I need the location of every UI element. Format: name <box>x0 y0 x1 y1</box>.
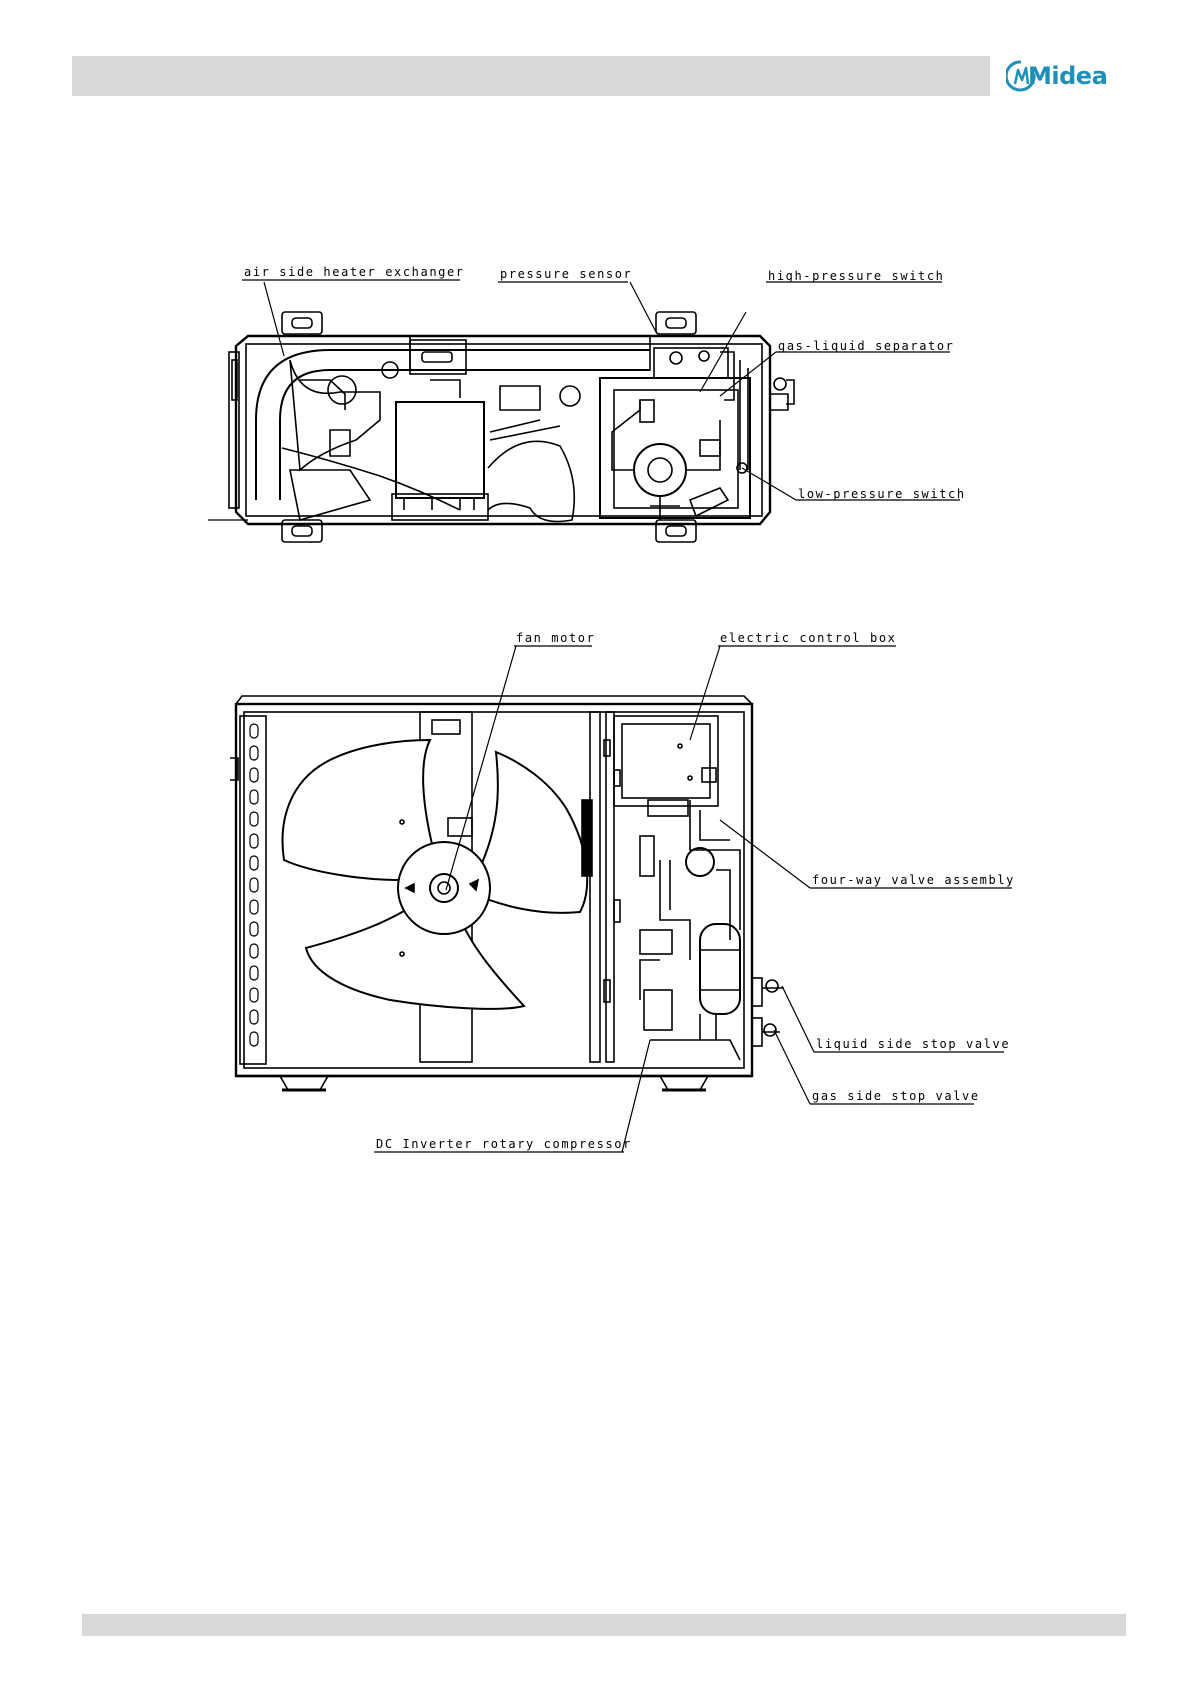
label-gas-side-stop-valve: gas side stop valve <box>812 1089 980 1103</box>
label-low-pressure-switch: low-pressure switch <box>798 487 966 501</box>
label-pressure-sensor: pressure sensor <box>500 267 632 281</box>
label-air-side-heat-exchanger: air side heater exchanger <box>244 265 465 279</box>
label-high-pressure-switch: high-pressure switch <box>768 269 945 283</box>
label-fan-motor: fan motor <box>516 631 595 645</box>
footer-bar <box>82 1614 1126 1636</box>
label-gas-liquid-separator: gas-liquid separator <box>778 339 955 353</box>
front-view-drawing <box>230 696 784 1090</box>
label-liquid-side-stop-valve: liquid side stop valve <box>816 1037 1010 1051</box>
top-view-drawing <box>208 312 794 542</box>
label-electric-control-box: electric control box <box>720 631 897 645</box>
label-dc-inverter-rotary-compressor: DC Inverter rotary compressor <box>376 1137 632 1151</box>
label-four-way-valve-assembly: four-way valve assembly <box>812 873 1015 887</box>
